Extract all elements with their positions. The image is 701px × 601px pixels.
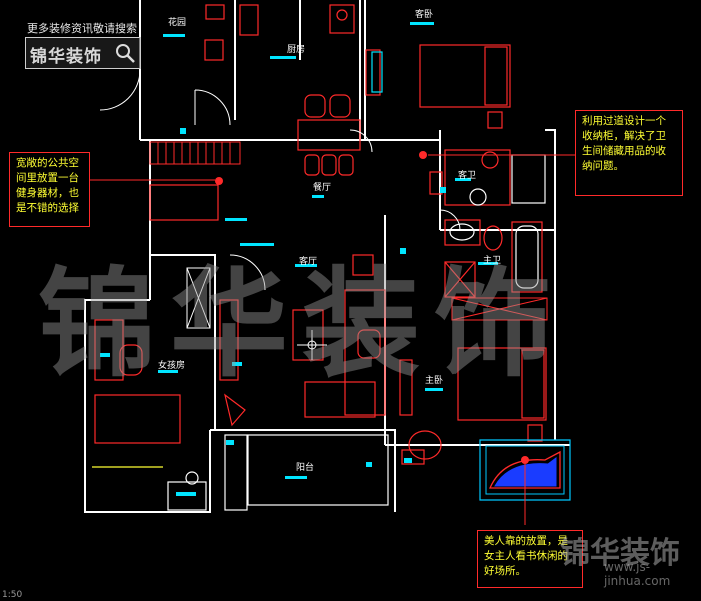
master-closet <box>451 297 548 321</box>
guest-bath-fixtures <box>429 149 546 206</box>
callout-chaise: 美人靠的放置，是女主人看书休闲的好场所。 <box>477 530 583 588</box>
master-bath-fixtures <box>444 219 543 298</box>
watermark-small: 锦华装饰 <box>560 536 680 571</box>
kitchen-furniture <box>204 4 355 61</box>
dining-set <box>297 94 361 176</box>
room-label-dining: 餐厅 <box>313 183 332 193</box>
balcony-outline <box>92 434 389 506</box>
callout-leaders <box>90 154 575 525</box>
room-label-living: 客厅 <box>299 257 318 267</box>
cyan-tags <box>100 22 498 496</box>
room-label-garden: 花园 <box>168 18 187 28</box>
watermark-large: 锦华装饰 <box>38 254 567 393</box>
room-label-master-bedroom: 主卧 <box>425 376 444 386</box>
fitness-equipment <box>149 184 219 221</box>
room-label-kitchen: 厨房 <box>287 45 306 55</box>
master-bedroom-furniture <box>399 347 547 465</box>
room-label-guest-bath: 客卫 <box>458 171 477 181</box>
girl-room-furniture <box>94 319 248 511</box>
callout-markers <box>215 151 529 464</box>
room-label-guest-bedroom: 客卧 <box>415 10 434 20</box>
callout-storage: 利用过道设计一个收纳柜，解决了卫生间储藏用品的收纳问题。 <box>575 110 683 196</box>
search-icon <box>116 44 135 63</box>
watermark-url: www.js-jinhua.com <box>604 560 671 588</box>
storage-cabinet <box>149 141 241 165</box>
living-furniture <box>219 254 386 418</box>
guest-bedroom-furniture <box>365 44 511 129</box>
walls <box>84 0 570 513</box>
callout-fitness: 宽敞的公共空间里放置一台健身器材，也是不错的选择 <box>9 152 90 227</box>
scale-label: 1:50 <box>2 590 23 600</box>
search-note: 更多装修资讯敬请搜索 <box>27 22 137 35</box>
hall-cabinet <box>186 267 211 329</box>
center-marker <box>297 330 327 360</box>
room-label-balcony: 阳台 <box>296 463 315 473</box>
room-label-master-bath: 主卫 <box>483 256 502 266</box>
room-label-girl-room: 女孩房 <box>158 361 186 371</box>
logo-search-box[interactable]: 锦华装饰 <box>25 37 141 69</box>
door-swings <box>99 69 461 291</box>
logo-text: 锦华装饰 <box>30 47 102 67</box>
